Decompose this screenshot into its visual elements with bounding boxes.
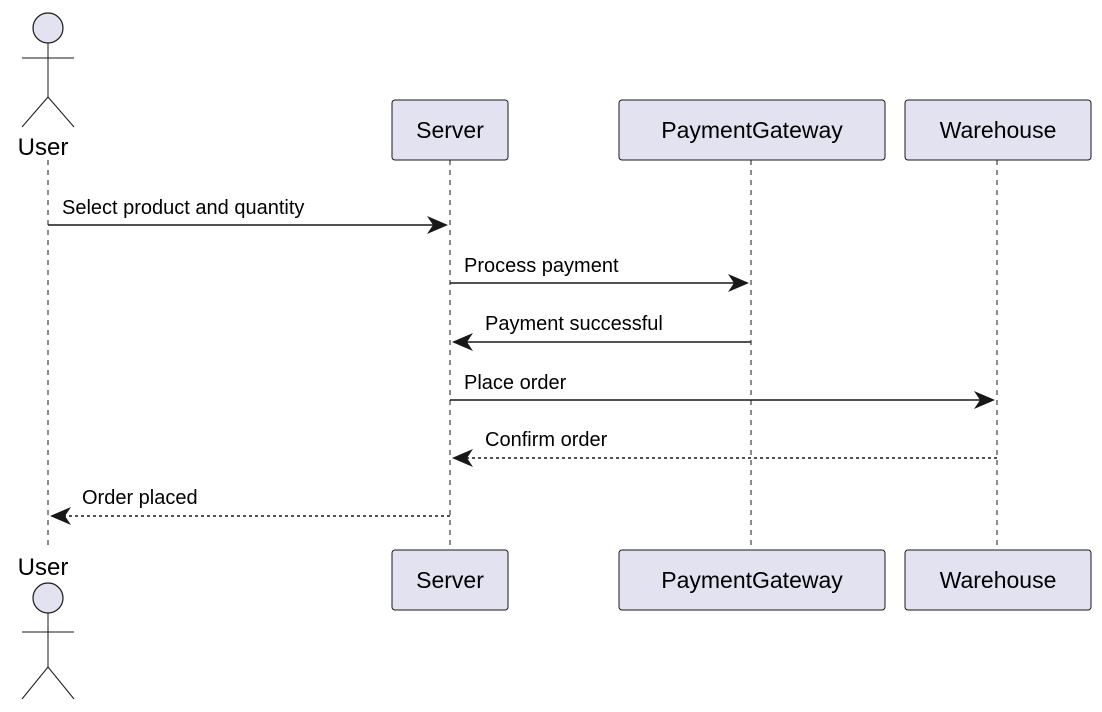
message-4: Place order [450, 372, 995, 409]
message-2: Process payment [450, 255, 749, 292]
participant-label: Warehouse [940, 117, 1057, 143]
message-5: Confirm order [452, 429, 997, 467]
participant-label: Warehouse [940, 567, 1057, 593]
message-label: Place order [464, 372, 567, 394]
arrowhead [452, 333, 473, 351]
message-label: Select product and quantity [62, 197, 304, 219]
participant-label: PaymentGateway [661, 567, 843, 593]
message-3: Payment successful [452, 313, 751, 351]
participant-server-top: Server [391, 99, 509, 161]
message-label: Confirm order [485, 429, 608, 451]
participant-gateway-top: PaymentGateway [618, 99, 886, 161]
participant-server-bottom: Server [391, 549, 509, 611]
arrowhead [427, 216, 448, 234]
message-label: Order placed [82, 487, 198, 509]
actor-user-bottom: User [18, 554, 75, 700]
participant-gateway-bottom: PaymentGateway [618, 549, 886, 611]
actor-icon [21, 12, 75, 128]
participant-label: Server [416, 117, 484, 143]
arrowhead [974, 391, 995, 409]
participant-warehouse-top: Warehouse [904, 99, 1092, 161]
arrowhead [50, 507, 71, 525]
actor-icon [21, 582, 75, 700]
participant-warehouse-bottom: Warehouse [904, 549, 1092, 611]
participant-label: Server [416, 567, 484, 593]
message-6: Order placed [50, 487, 450, 525]
participant-label: PaymentGateway [661, 117, 843, 143]
arrowhead [728, 274, 749, 292]
message-label: Process payment [464, 255, 619, 277]
actor-user-top: User [18, 12, 75, 161]
message-1: Select product and quantity [48, 197, 448, 234]
arrowhead [452, 449, 473, 467]
message-label: Payment successful [485, 313, 663, 335]
actor-label: User [18, 134, 69, 161]
actor-label: User [18, 554, 69, 581]
